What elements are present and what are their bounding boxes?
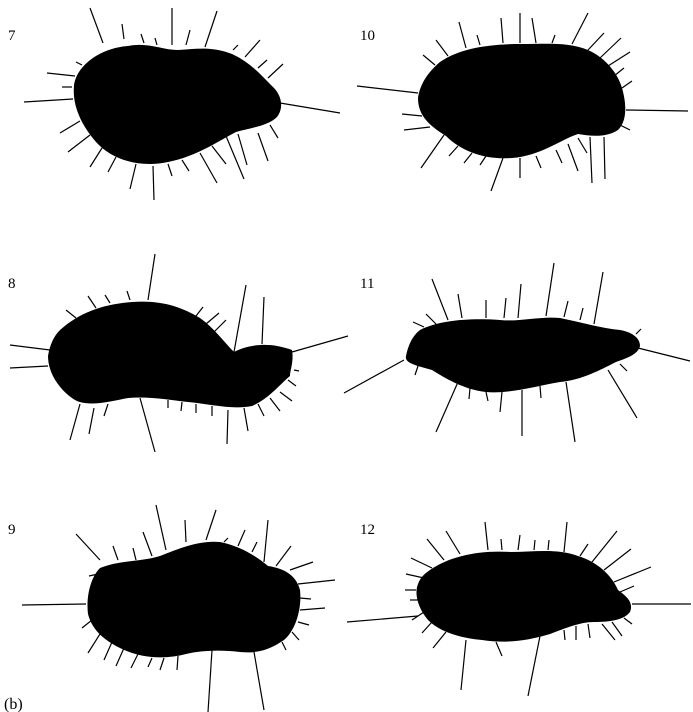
panel-label: 11 (360, 276, 374, 292)
cell-outline (74, 45, 281, 164)
panel-label: 7 (8, 28, 16, 44)
cell-outline (418, 44, 625, 159)
panel-label: 9 (8, 522, 16, 538)
panel-10: 10 (357, 13, 688, 191)
panel-8: 8 (8, 254, 348, 452)
panel-12: 12 (347, 522, 691, 696)
cell-outline (48, 302, 293, 408)
figure-label: (b) (4, 696, 23, 712)
panel-7: 7 (8, 8, 340, 200)
panel-9: 9 (8, 505, 335, 712)
panel-label: 10 (360, 28, 375, 44)
panel-label: 12 (360, 522, 375, 538)
cell-outline (406, 318, 640, 393)
cell-outline (88, 542, 301, 658)
panel-11: 11 (344, 263, 690, 442)
cell-outline (416, 551, 631, 642)
panel-label: 8 (8, 276, 16, 292)
